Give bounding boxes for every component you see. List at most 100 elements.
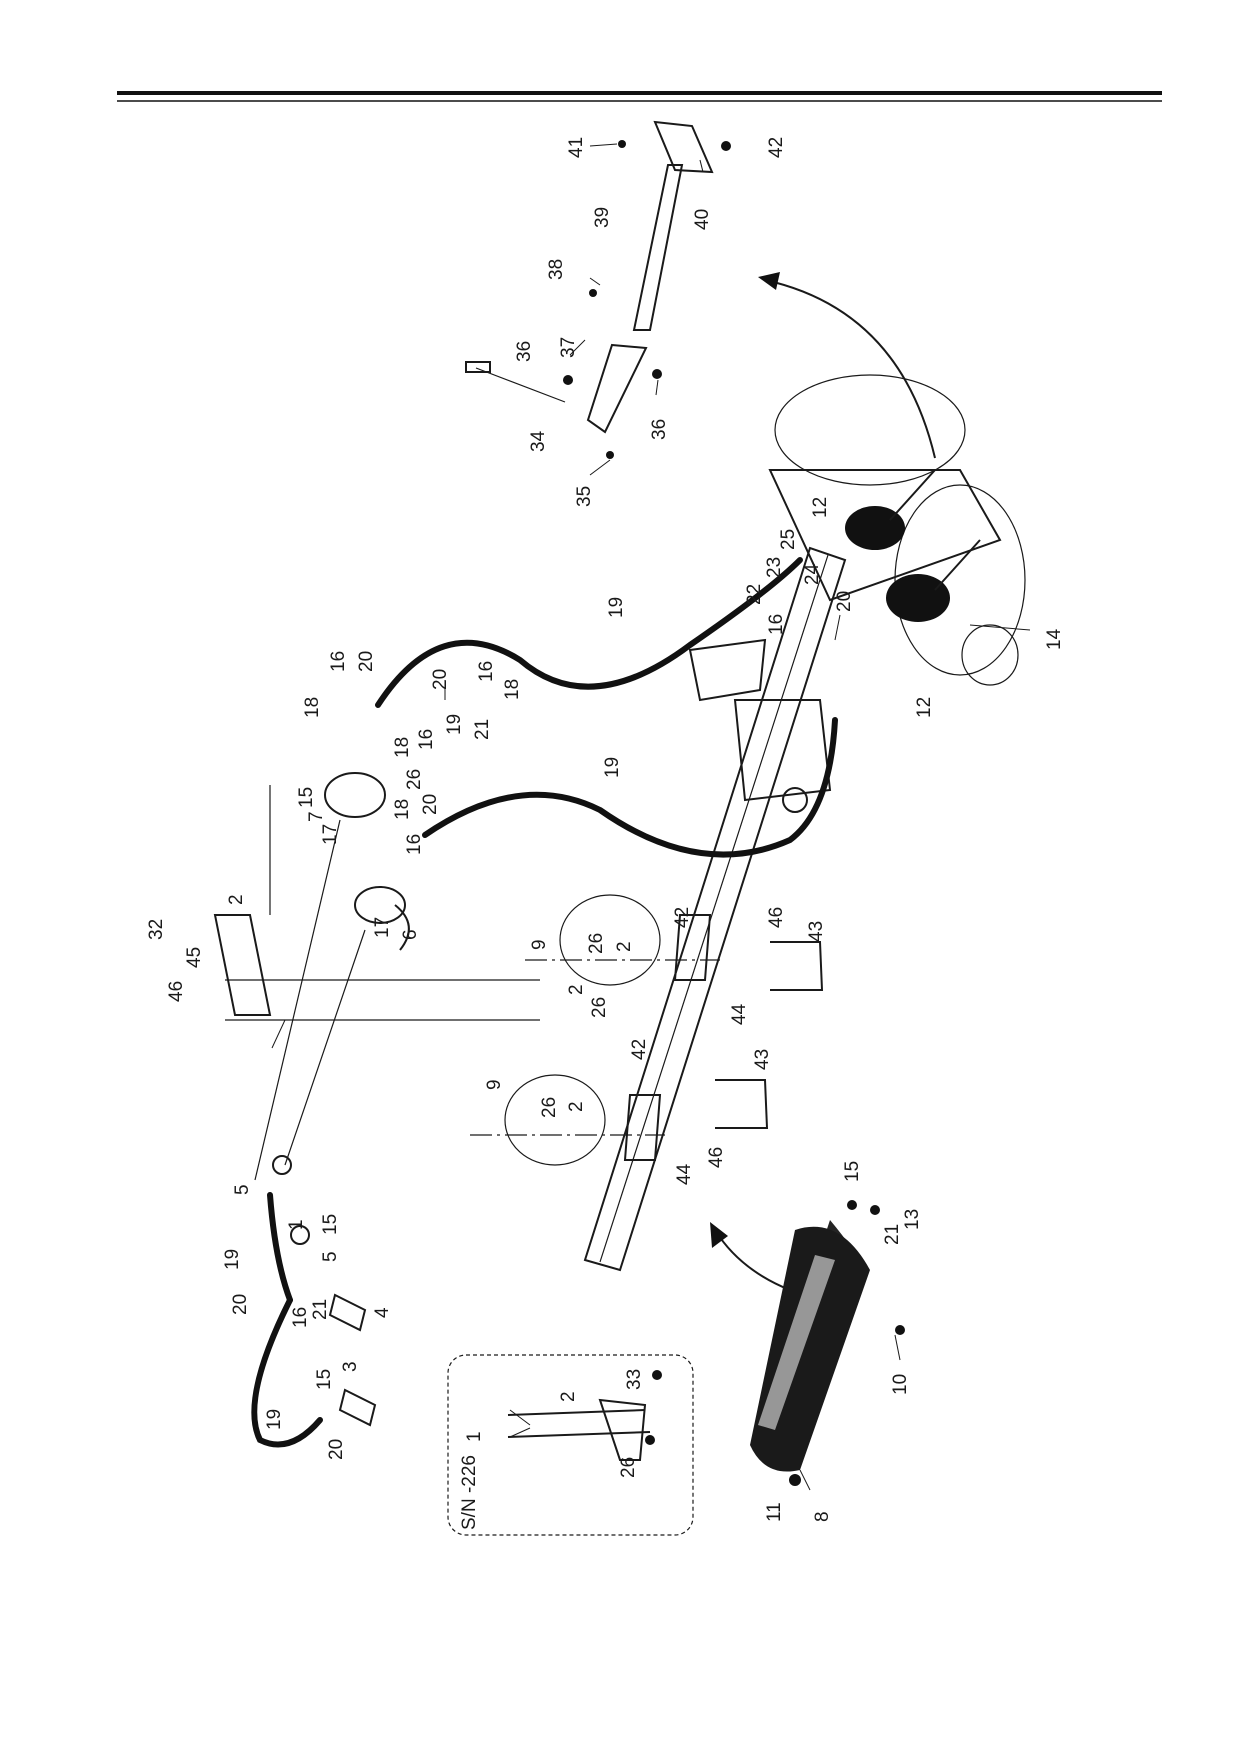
callout-20: 20 — [356, 651, 377, 672]
callout-37: 37 — [558, 337, 579, 358]
fitting-5a — [272, 1155, 292, 1175]
arrow-lower-curve — [714, 1229, 791, 1291]
hub-cap — [961, 624, 1019, 686]
ubolt-43b — [715, 1079, 769, 1129]
callout-46: 46 — [766, 907, 787, 928]
callout-21: 21 — [472, 719, 493, 740]
trailer-frame — [583, 546, 847, 1272]
callout-42: 42 — [766, 137, 787, 158]
callout-21: 21 — [310, 1299, 331, 1320]
ubolt-43a — [770, 941, 824, 991]
callout-4: 4 — [372, 1307, 393, 1318]
callout-15: 15 — [314, 1369, 335, 1390]
frame-rail — [583, 546, 847, 1272]
callout-23: 23 — [764, 557, 785, 578]
frame-hole — [782, 787, 808, 813]
inset-bracket — [598, 1398, 647, 1461]
brake-pedal-assembly — [465, 120, 731, 459]
hose-19-middle — [422, 717, 838, 858]
hose-19-left-b — [251, 1297, 323, 1448]
frame-rail-inner — [599, 554, 829, 1263]
callout-7: 7 — [306, 811, 327, 822]
callout-18: 18 — [392, 799, 413, 820]
arrow-lower-head — [710, 1222, 728, 1248]
callout-44: 44 — [729, 1003, 750, 1025]
callout-6: 6 — [400, 929, 421, 940]
drain-11 — [789, 1474, 801, 1486]
callout-8: 8 — [812, 1511, 833, 1522]
pedal-pad — [653, 120, 714, 174]
bracket-44a — [673, 914, 712, 981]
callout-16: 16 — [290, 1307, 311, 1328]
callout-17: 17 — [372, 917, 393, 938]
hose-19-upper — [375, 557, 803, 708]
inset-nut-33 — [652, 1370, 662, 1380]
wheel-rear — [774, 374, 966, 486]
callout-leaders — [271, 143, 1031, 1491]
callout-21: 21 — [882, 1224, 903, 1245]
bolt-41 — [618, 140, 626, 148]
valve-handle-6 — [394, 904, 410, 951]
strap-9a — [559, 894, 661, 986]
callout-15: 15 — [842, 1161, 863, 1182]
callout-15: 15 — [296, 787, 317, 808]
callout-18: 18 — [392, 737, 413, 758]
guide-line-b — [254, 819, 341, 1181]
callout-12: 12 — [810, 497, 831, 518]
callout-25: 25 — [778, 529, 799, 550]
inset-bolt-b — [507, 1431, 651, 1438]
callout-40: 40 — [692, 209, 713, 230]
inset-bolt-a — [507, 1409, 646, 1416]
chamber-rod-b — [934, 539, 981, 591]
callout-20: 20 — [834, 591, 855, 612]
callout-26: 26 — [539, 1097, 560, 1118]
inset-caption: S/N -226 — [459, 1455, 480, 1530]
callout-9: 9 — [529, 939, 550, 950]
fitting-5b — [290, 1225, 310, 1245]
bracket-45 — [213, 914, 272, 1016]
callout-2: 2 — [566, 1101, 587, 1112]
callout-22: 22 — [744, 584, 765, 605]
callout-20: 20 — [420, 794, 441, 815]
callout-16: 16 — [766, 614, 787, 635]
brake-chamber-12b — [886, 574, 950, 622]
callout-16: 16 — [328, 651, 349, 672]
callout-26: 26 — [586, 933, 607, 954]
pedal-lever — [586, 343, 648, 434]
strap-9b — [504, 1074, 606, 1166]
bolt-36b — [652, 369, 662, 379]
callout-2: 2 — [566, 984, 587, 995]
callout-26: 26 — [618, 1457, 639, 1478]
callout-labels: 41 42 40 39 38 36 37 36 34 35 12 25 23 2… — [146, 137, 1065, 1522]
callout-43: 43 — [752, 1049, 773, 1070]
fitting-13 — [870, 1205, 880, 1215]
wheel-front — [894, 484, 1026, 676]
callout-19: 19 — [264, 1409, 285, 1430]
direction-arrows — [710, 272, 936, 1291]
callout-10: 10 — [890, 1374, 911, 1395]
callout-18: 18 — [502, 679, 523, 700]
callout-2: 2 — [614, 941, 635, 952]
callout-1: 1 — [464, 1431, 485, 1442]
callout-3: 3 — [340, 1361, 361, 1372]
valve-6 — [354, 886, 406, 924]
callout-5: 5 — [232, 1184, 253, 1195]
callout-1: 1 — [286, 1219, 307, 1230]
callout-26: 26 — [589, 997, 610, 1018]
control-valves — [254, 772, 410, 1181]
callout-45: 45 — [184, 947, 205, 968]
serial-inset: S/N -226 — [447, 1354, 694, 1536]
callout-44: 44 — [674, 1163, 695, 1185]
inset-nut-26 — [645, 1435, 655, 1445]
callout-18: 18 — [302, 697, 323, 718]
callout-41: 41 — [566, 137, 587, 158]
callout-16: 16 — [404, 834, 425, 855]
callout-20: 20 — [230, 1294, 251, 1315]
arrow-upper-head — [758, 272, 780, 290]
callout-16: 16 — [476, 661, 497, 682]
callout-5: 5 — [320, 1251, 341, 1262]
callout-2: 2 — [558, 1391, 579, 1402]
callout-20: 20 — [326, 1439, 347, 1460]
bolt-35 — [606, 451, 614, 459]
